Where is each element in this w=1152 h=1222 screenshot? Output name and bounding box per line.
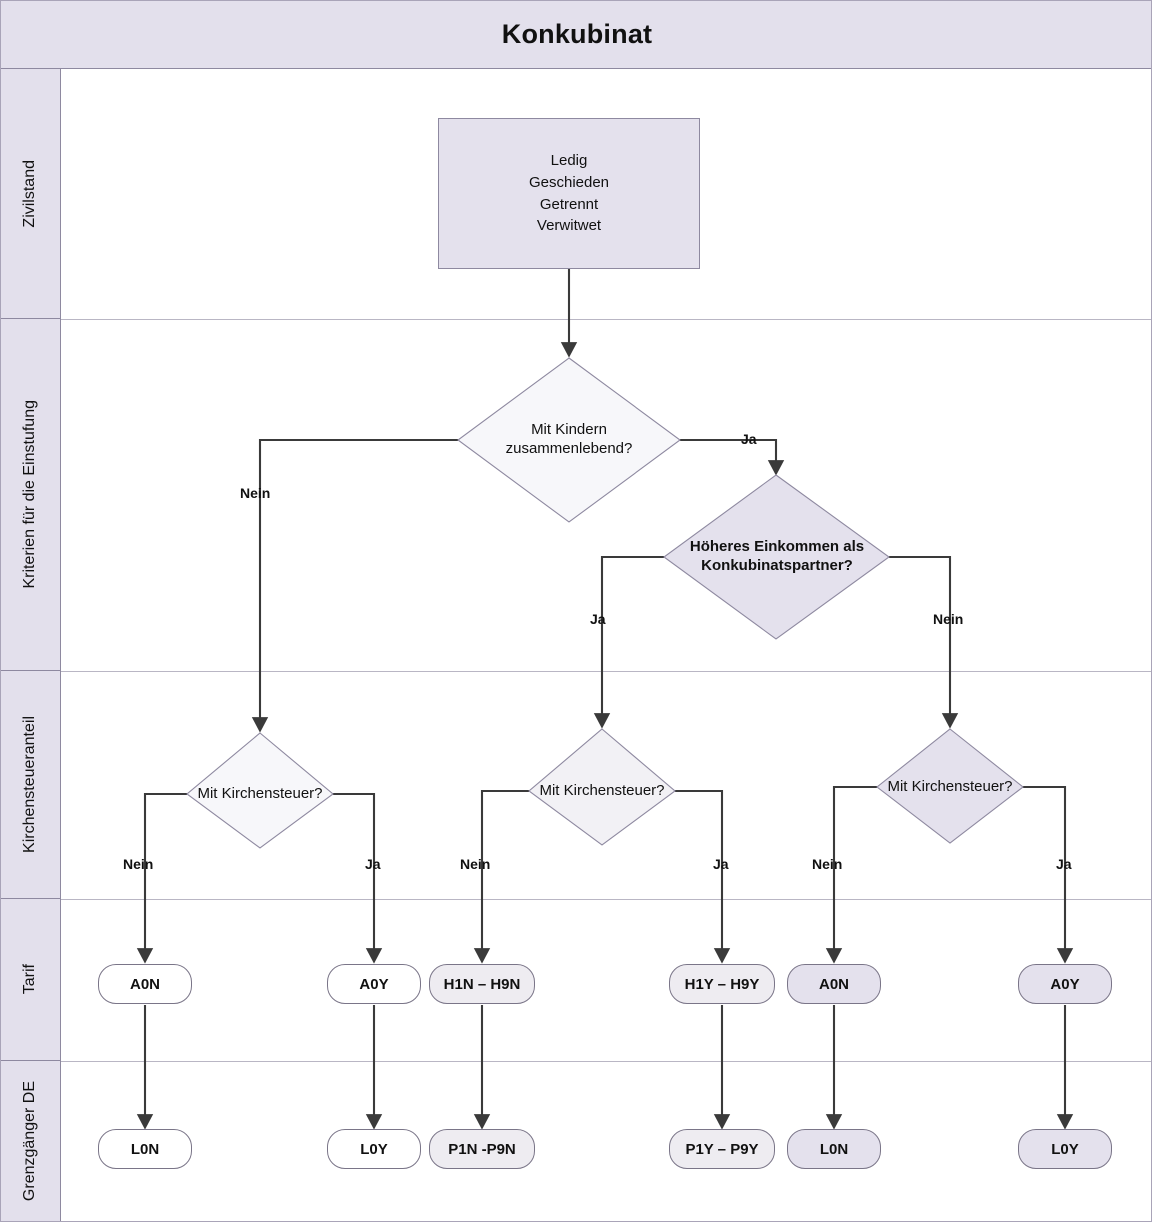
row-divider-2 [61, 671, 1151, 672]
lane-label-zivilstand: Zivilstand [1, 69, 61, 319]
tarif-pill-h1y-h9y[interactable]: H1Y – H9Y [669, 964, 775, 1004]
edge-k2-nein [473, 789, 529, 964]
edge-einkommen-nein [889, 555, 959, 729]
row-divider-1 [61, 319, 1151, 320]
edge-kinder-ja [680, 438, 785, 476]
edge-label-k3-nein: Nein [812, 856, 843, 872]
decision-mit-kindern[interactable]: Mit Kindern zusammenlebend? [469, 416, 669, 464]
decision-label-kirchensteuer-3: Mit Kirchensteuer? [887, 777, 1013, 795]
grenz-pill-l0n-right[interactable]: L0N [787, 1129, 881, 1169]
tarif-pill-a0y-left[interactable]: A0Y [327, 964, 421, 1004]
edge-label-einkommen-ja: Ja [590, 611, 606, 627]
lane-label-kriterien: Kriterien für die Einstufung [1, 319, 61, 671]
edge-label-k2-nein: Nein [460, 856, 491, 872]
edge-label-einkommen-nein: Nein [933, 611, 964, 627]
tarif-pill-a0y-right[interactable]: A0Y [1018, 964, 1112, 1004]
decision-label-kirchensteuer-2: Mit Kirchensteuer? [539, 781, 665, 799]
decision-kirchensteuer-3[interactable]: Mit Kirchensteuer? [860, 773, 1040, 801]
edge-k2-ja [675, 789, 731, 964]
lane-text-kirchensteueranteil: Kirchensteueranteil [21, 716, 39, 853]
decision-label-mit-kindern: Mit Kindern zusammenlebend? [505, 421, 633, 457]
lane-label-grenzgaenger: Grenzgänger DE [1, 1061, 61, 1221]
edge-label-kinder-nein: Nein [240, 485, 271, 501]
edge-label-k1-nein: Nein [123, 856, 154, 872]
grenz-pill-l0y-left[interactable]: L0Y [327, 1129, 421, 1169]
grenz-pill-l0y-right[interactable]: L0Y [1018, 1129, 1112, 1169]
tarif-pill-h1n-h9n[interactable]: H1N – H9N [429, 964, 535, 1004]
edge-kinder-nein [251, 438, 458, 733]
tarif-pill-a0n-right[interactable]: A0N [787, 964, 881, 1004]
edge-k1-nein [136, 792, 187, 964]
edge-label-k2-ja: Ja [713, 856, 729, 872]
row-divider-4 [61, 1061, 1151, 1062]
edge-label-k3-ja: Ja [1056, 856, 1072, 872]
lane-label-kirchensteueranteil: Kirchensteueranteil [1, 671, 61, 899]
decision-label-kirchensteuer-1: Mit Kirchensteuer? [197, 784, 323, 802]
page-title: Konkubinat [501, 19, 653, 49]
edge-label-kinder-ja: Ja [741, 431, 757, 447]
lane-text-grenzgaenger: Grenzgänger DE [21, 1081, 39, 1202]
edge-k3-nein [825, 785, 877, 964]
grenz-pill-p1y-p9y[interactable]: P1Y – P9Y [669, 1129, 775, 1169]
tarif-pill-a0n-left[interactable]: A0N [98, 964, 192, 1004]
grenz-pill-l0n-left[interactable]: L0N [98, 1129, 192, 1169]
decision-hoeheres-einkommen[interactable]: Höheres Einkommen als Konkubinatspartner… [666, 531, 888, 583]
lane-text-kriterien: Kriterien für die Einstufung [21, 400, 39, 589]
decision-label-hoeheres-einkommen: Höheres Einkommen als Konkubinatspartner… [689, 538, 865, 574]
decision-kirchensteuer-2[interactable]: Mit Kirchensteuer? [512, 777, 692, 805]
edge-label-k1-ja: Ja [365, 856, 381, 872]
zivilstand-box[interactable]: Ledig Geschieden Getrennt Verwitwet [438, 118, 700, 269]
chart-title-bar: Konkubinat [1, 1, 1151, 69]
decision-kirchensteuer-1[interactable]: Mit Kirchensteuer? [170, 780, 350, 808]
edge-k3-ja [1023, 785, 1074, 964]
edge-k1-ja [333, 792, 383, 964]
edge-einkommen-ja [593, 555, 664, 729]
lane-text-zivilstand: Zivilstand [21, 159, 39, 228]
lane-label-tarif: Tarif [1, 899, 61, 1061]
grenz-pill-p1n-p9n[interactable]: P1N -P9N [429, 1129, 535, 1169]
row-divider-3 [61, 899, 1151, 900]
lane-text-tarif: Tarif [21, 964, 39, 995]
